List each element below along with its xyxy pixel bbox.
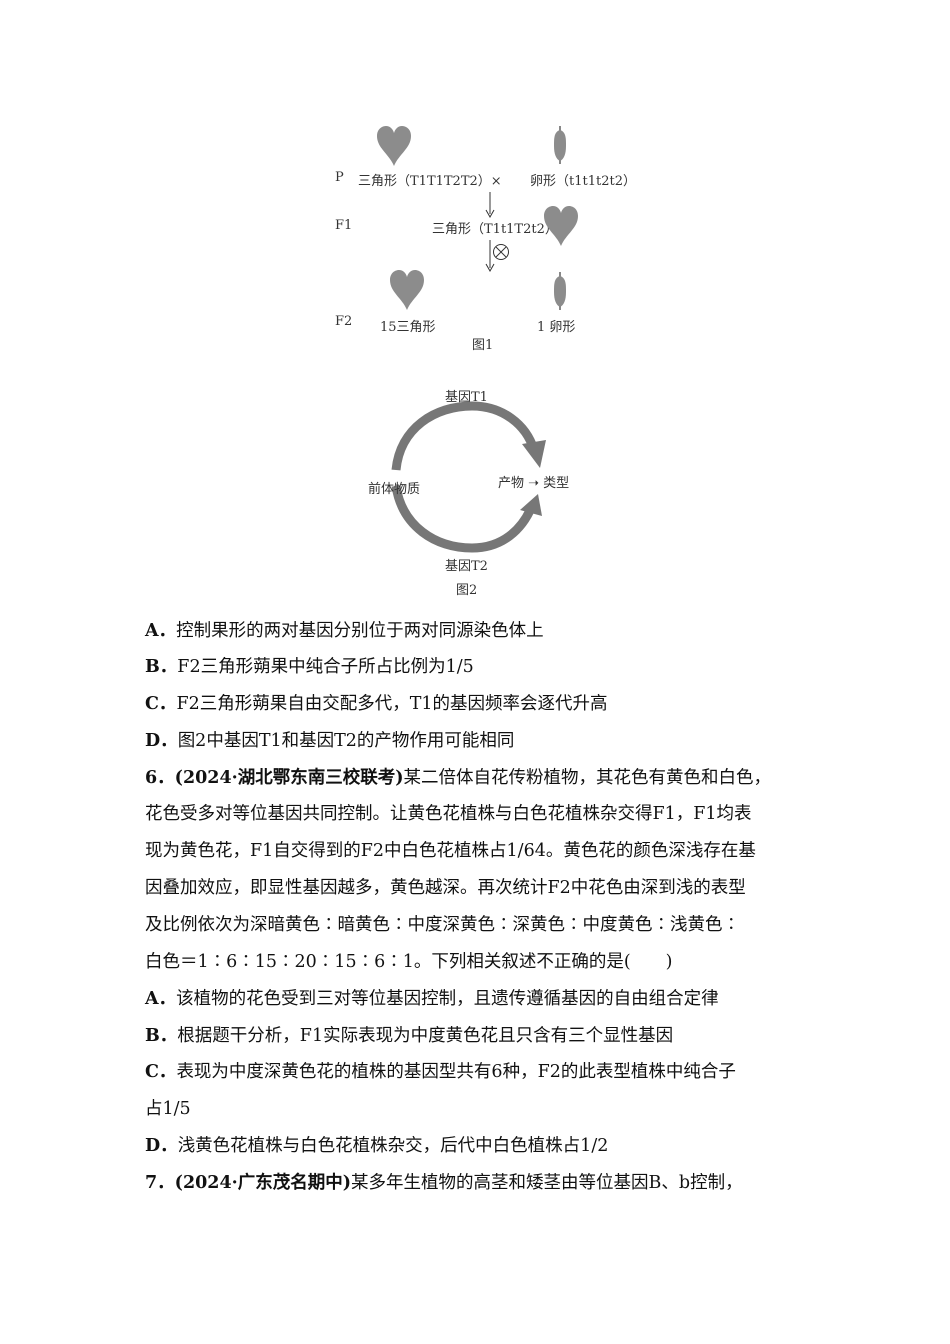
gene-t1-label: 基因T1 [445, 390, 488, 405]
p-left-parent: 三角形（T1T1T2T2）× [358, 174, 502, 189]
figure-2-caption: 图2 [456, 583, 478, 598]
f2-ovate-count: 1 卵形 [537, 320, 576, 335]
question-6-line-1: 6．(2024·湖北鄂东南三校联考)某二倍体自花传粉植物，其花色有黄色和白色， [145, 768, 772, 788]
option-5d: D．图2中基因T1和基因T2的产物作用可能相同 [145, 731, 515, 751]
self-cross-icon [493, 244, 509, 260]
question-6-line-4: 因叠加效应，即显性基因越多，黄色越深。再次统计F2中花色由深到浅的表型 [145, 878, 746, 898]
question-6-line-5: 及比例依次为深暗黄色∶暗黄色∶中度深黄色∶深黄色∶中度黄色∶浅黄色∶ [145, 915, 740, 935]
option-5b: B．F2三角形蒴果中纯合子所占比例为1/5 [145, 657, 474, 677]
p-label: P [335, 170, 344, 185]
down-arrow-icon [485, 192, 495, 218]
question-6-line-6: 白色＝1∶6∶15∶20∶15∶6∶1。下列相关叙述不正确的是( ) [145, 952, 673, 972]
f1-genotype: 三角形（T1t1T2t2） [432, 222, 558, 237]
pathway-arrows [391, 401, 546, 553]
p-right-parent: 卵形（t1t1t2t2） [530, 174, 636, 189]
down-arrow-icon [485, 240, 495, 272]
ovate-capsule-icon [554, 272, 566, 310]
option-6a: A．该植物的花色受到三对等位基因控制，且遗传遵循基因的自由组合定律 [145, 989, 719, 1009]
f2-label: F2 [335, 314, 353, 329]
question-7-line-1: 7．(2024·广东茂名期中)某多年生植物的高茎和矮茎由等位基因B、b控制， [145, 1173, 743, 1193]
figure-1-caption: 图1 [472, 338, 494, 353]
f1-label: F1 [335, 218, 353, 233]
ovate-capsule-icon [554, 126, 566, 164]
precursor-label: 前体物质 [368, 482, 421, 497]
option-6c-line-1: C．表现为中度深黄色花的植株的基因型共有6种，F2的此表型植株中纯合子 [145, 1062, 736, 1082]
triangle-capsule-icon [377, 126, 411, 166]
triangle-capsule-icon [544, 206, 578, 246]
question-6-line-3: 现为黄色花，F1自交得到的F2中白色花植株占1/64。黄色花的颜色深浅存在基 [145, 841, 756, 861]
f2-triangle-count: 15三角形 [380, 320, 436, 335]
triangle-capsule-icon [390, 270, 424, 310]
option-6d: D．浅黄色花植株与白色花植株杂交，后代中白色植株占1/2 [145, 1136, 609, 1156]
option-6c-line-2: 占1/5 [145, 1099, 191, 1119]
product-type-label: 产物 ➝ 类型 [498, 476, 570, 491]
option-5a: A．控制果形的两对基因分别位于两对同源染色体上 [145, 621, 544, 641]
option-5c: C．F2三角形蒴果自由交配多代，T1的基因频率会逐代升高 [145, 694, 608, 714]
option-6b: B．根据题干分析，F1实际表现为中度黄色花且只含有三个显性基因 [145, 1026, 674, 1046]
question-6-line-2: 花色受多对等位基因共同控制。让黄色花植株与白色花植株杂交得F1，F1均表 [145, 804, 752, 824]
gene-t2-label: 基因T2 [445, 559, 488, 574]
